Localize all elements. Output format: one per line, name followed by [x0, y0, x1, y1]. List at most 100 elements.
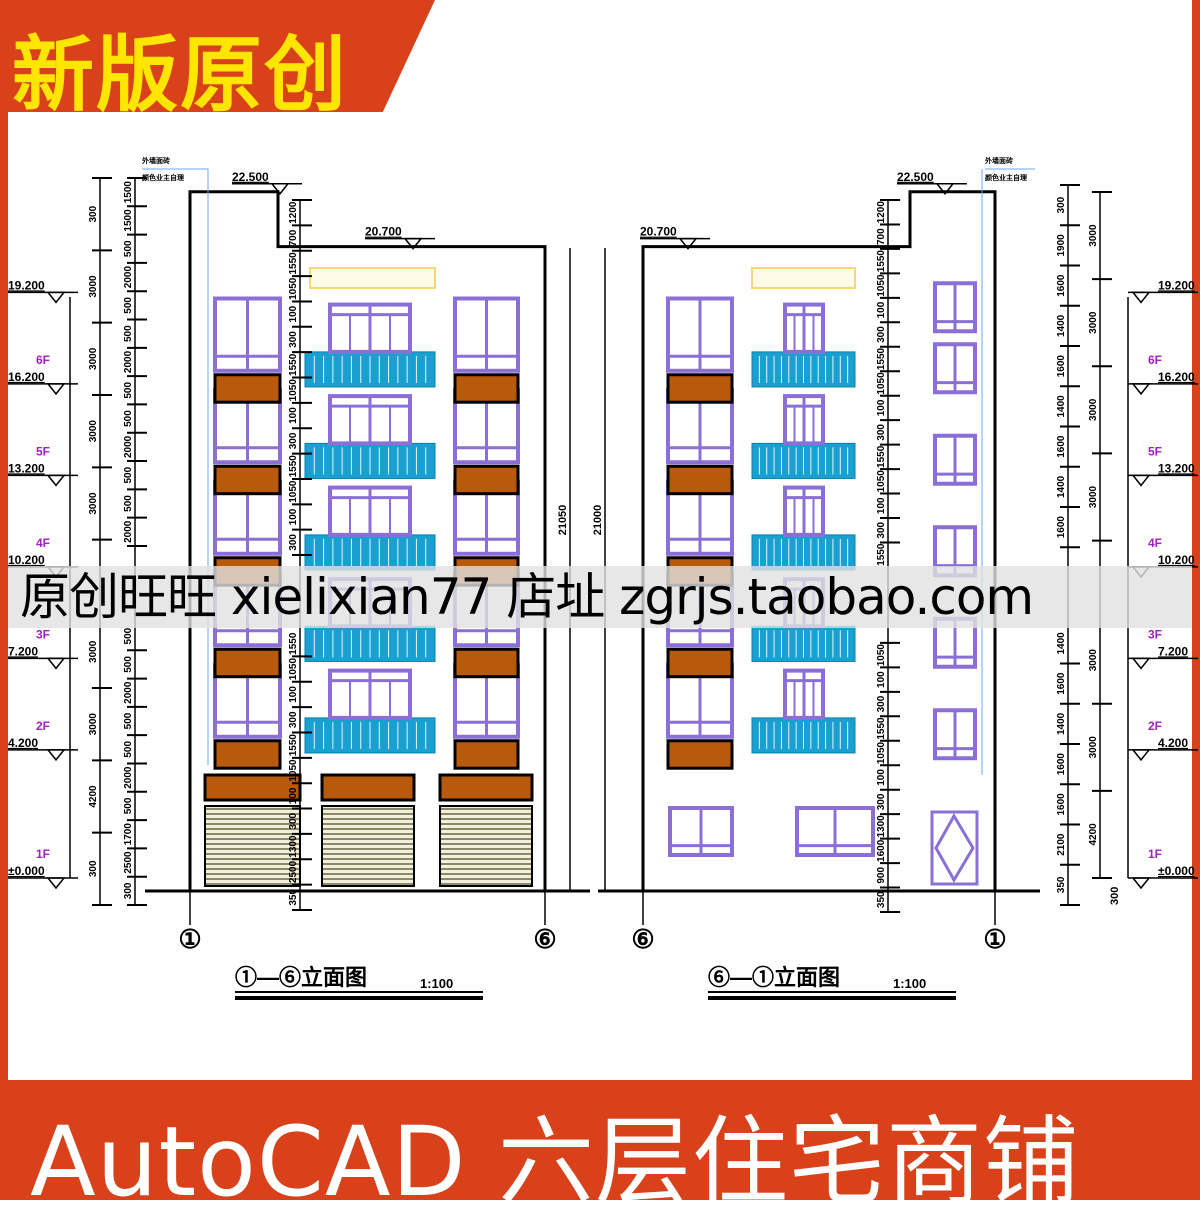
left-inner-dims-value: 2000: [123, 350, 134, 373]
left-top-band: [309, 267, 436, 289]
right-level-mark-triangle: [1131, 474, 1151, 487]
right-window-dims-value: 1050: [876, 372, 887, 395]
left-brown-panel: [213, 739, 282, 770]
left-outer-dims-value: 3000: [88, 420, 99, 443]
left-outer-dims-value: 3000: [88, 275, 99, 298]
left-window-dims-value: 1550: [288, 353, 299, 376]
right-parapet-level-triangle: [935, 183, 955, 195]
right-inner-dims-value: 1600: [1056, 753, 1067, 776]
right-inner-dims-value: 350: [1056, 876, 1067, 893]
left-inner-dims-value: 500: [123, 741, 134, 758]
bottom-banner: AutoCAD 六层住宅商铺: [0, 1080, 1200, 1218]
left-floor-label: 6F: [36, 353, 50, 367]
left-window-dims-value: 100: [288, 407, 299, 424]
left-window-dims-value: 1050: [288, 277, 299, 300]
left-window-dims-value: 700: [288, 229, 299, 246]
left-floor-label: 2F: [36, 719, 50, 733]
right-outer-dims-value: 3000: [1088, 224, 1099, 247]
left-level-mark-triangle: [46, 291, 66, 304]
left-window-dims-value: 300: [288, 534, 299, 551]
right-inner-dims-value: 300: [1056, 196, 1067, 213]
right-inner-dims-value: 1400: [1056, 314, 1067, 337]
left-inner-dims-value: 500: [123, 297, 134, 314]
right-level-mark-triangle: [1131, 749, 1151, 762]
right-window-dims-value: 1300: [876, 815, 887, 838]
left-inner-dims-value: 300: [123, 882, 134, 899]
left-inner-dims-value: 500: [123, 712, 134, 729]
right-extra-dim: 300: [1109, 887, 1121, 905]
right-parapet-level-text: 22.500: [897, 170, 934, 184]
right-window-dims-value: 1550: [876, 250, 887, 273]
left-outer-dims-value: 4200: [88, 785, 99, 808]
left-window-dims-value: 300: [288, 432, 299, 449]
right-window-dims-value: 1550: [876, 445, 887, 468]
right-inner-dims-value: 1600: [1056, 516, 1067, 539]
left-brown-panel: [213, 647, 282, 679]
right-window-dims-value: 1050: [876, 644, 887, 667]
right-axis-bubble-right: ①: [983, 924, 1006, 954]
left-level-mark-text: 13.200: [8, 461, 45, 475]
left-inner-dims-value: 500: [123, 410, 134, 427]
right-brown-panel: [666, 739, 734, 770]
left-total-dim-value: 21050: [557, 505, 569, 536]
right-brown-panel: [666, 373, 734, 404]
left-level-mark-text: 7.200: [8, 644, 38, 658]
left-window-dims-value: 1550: [288, 252, 299, 275]
right-inner-dims-value: 1400: [1056, 712, 1067, 735]
left-inner-dims-value: 500: [123, 656, 134, 673]
right-level-mark-text: 10.200: [1158, 553, 1195, 567]
left-inner-dims-value: 2000: [123, 681, 134, 704]
left-floor-label: 1F: [36, 847, 50, 861]
right-level-mark-text: 13.200: [1158, 461, 1195, 475]
right-window-dims-value: 100: [876, 671, 887, 688]
right-elevation-title: ⑥—①立面图: [708, 965, 840, 990]
right-floor-label: 2F: [1148, 719, 1162, 733]
left-level-mark-triangle: [46, 749, 66, 762]
left-roof-level-triangle: [403, 237, 423, 250]
right-window-dims-value: 1050: [876, 470, 887, 493]
left-outer-dims-value: 3000: [88, 492, 99, 515]
left-brown-panel: [213, 464, 282, 496]
right-note-line2: 颜色业主自理: [985, 173, 1027, 182]
right-window-dims-value: 1600: [876, 839, 887, 862]
right-inner-dims-value: 1900: [1056, 234, 1067, 257]
left-window-dims-value: 300: [288, 711, 299, 728]
right-level-mark-text: 4.200: [1158, 736, 1188, 750]
right-window-dims-value: 300: [876, 695, 887, 712]
right-outer-dims-value: 3000: [1088, 485, 1099, 508]
left-window-dims-value: 100: [288, 686, 299, 703]
right-building-outline: [641, 190, 997, 890]
right-window-dims-value: 100: [876, 497, 887, 514]
left-outer-dims-value: 3000: [88, 713, 99, 736]
left-outer-dims-value: 3000: [88, 347, 99, 370]
left-level-mark-text: ±0.000: [8, 864, 45, 878]
left-window-dims-value: 2500: [288, 860, 299, 883]
left-inner-dims-value: 2000: [123, 520, 134, 543]
left-parapet-level-triangle: [270, 183, 290, 195]
top-banner: 新版原创: [0, 0, 435, 112]
left-elevation-title: ①—⑥立面图: [235, 965, 367, 990]
left-inner-dims-value: 500: [123, 495, 134, 512]
right-elevation-scale: 1:100: [893, 976, 926, 991]
left-outer-dims-value: 300: [88, 205, 99, 222]
left-brown-panel: [453, 739, 520, 770]
right-window-dims-value: 300: [876, 521, 887, 538]
left-level-mark-triangle: [46, 474, 66, 487]
right-inner-dims-value: 1600: [1056, 435, 1067, 458]
left-inner-dims-value: 2500: [123, 851, 134, 874]
right-outer-dims-value: 4200: [1088, 823, 1099, 846]
left-inner-dims-value: 2000: [123, 435, 134, 458]
left-shop-shutter: [439, 805, 533, 887]
watermark-band: 原创旺旺 xielixian77 店址 zgrjs.taobao.com: [8, 566, 1192, 628]
right-floor-label: 1F: [1148, 847, 1162, 861]
right-outer-dims-value: 3000: [1088, 311, 1099, 334]
bottom-banner-text: AutoCAD 六层住宅商铺: [30, 1106, 1081, 1218]
right-window-dims-value: 100: [876, 769, 887, 786]
right-level-mark-triangle: [1131, 383, 1151, 396]
right-level-mark-text: ±0.000: [1158, 864, 1195, 878]
left-inner-dims-value: 500: [123, 382, 134, 399]
right-window-dims-value: 300: [876, 424, 887, 441]
left-inner-dims-value: 2000: [123, 766, 134, 789]
right-window-dims-value: 100: [876, 301, 887, 318]
